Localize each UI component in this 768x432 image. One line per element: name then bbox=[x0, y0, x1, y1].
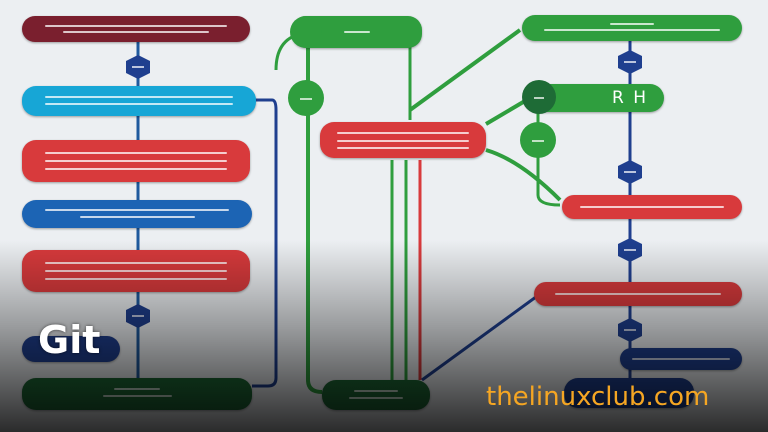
title-text: Git bbox=[38, 318, 101, 362]
circle-node-green-right bbox=[520, 122, 556, 158]
node-red-center bbox=[320, 122, 486, 158]
node-inner-label: R H bbox=[612, 88, 648, 108]
node-top-left bbox=[22, 16, 250, 42]
node-red-right-2 bbox=[534, 282, 742, 306]
node-green-top-right bbox=[522, 15, 742, 41]
site-watermark: thelinuxclub.com bbox=[486, 382, 710, 412]
node-navy-right bbox=[620, 348, 742, 370]
circle-node-navy bbox=[522, 80, 556, 114]
hex-node-1 bbox=[126, 55, 150, 79]
node-red-1 bbox=[22, 140, 250, 182]
node-red-2 bbox=[22, 250, 250, 292]
circle-node-green-mid bbox=[288, 80, 324, 116]
node-cyan bbox=[22, 86, 256, 116]
circle-node-green-top bbox=[290, 16, 322, 48]
hex-node-4 bbox=[618, 160, 642, 184]
node-blue bbox=[22, 200, 252, 228]
node-green-bottom-left bbox=[22, 378, 252, 410]
hex-node-3 bbox=[618, 50, 642, 74]
node-red-right-1 bbox=[562, 195, 742, 219]
node-green-bottom-center bbox=[322, 380, 430, 410]
